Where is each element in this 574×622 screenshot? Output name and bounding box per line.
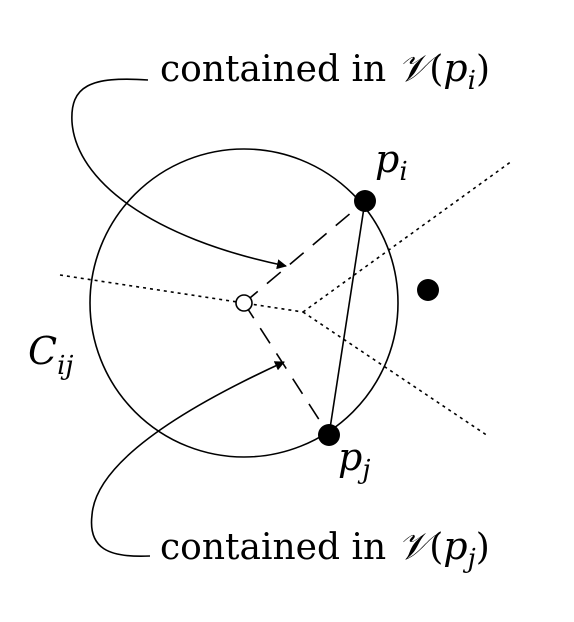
point-p-i [354,190,376,212]
point-p-j [318,424,340,446]
voronoi-edges [59,160,513,437]
label-p-i: pi [375,137,408,187]
circle-c-ij [89,148,399,458]
bottom-callout-point: p [443,524,467,568]
dashed-radii [243,200,366,436]
top-callout-point-sub: i [468,66,476,96]
voronoi-edge-left [59,274,304,313]
bottom-callout-open-paren: ( [429,527,443,568]
point-other [417,279,439,301]
bottom-callout-prefix: contained in [160,527,398,568]
top-callout-open-paren: ( [429,49,443,90]
bottom-callout-close-paren: ) [476,527,490,568]
top-callout-prefix: contained in [160,49,398,90]
label-p-i-name: p [375,137,399,181]
voronoi-edge-lower-right [302,311,489,437]
label-c-ij-name: C [28,329,57,373]
label-p-i-sub: i [399,157,407,187]
label-p-j: pj [338,435,370,485]
label-c-ij-sub: ij [57,351,73,381]
arrow-bottom-callout [90,361,285,558]
arrow-top-callout [71,78,287,270]
bottom-callout-label: contained in 𝒱(pj) [160,524,490,574]
top-callout-close-paren: ) [476,49,490,90]
top-callout-point: p [443,46,467,90]
circle-center-marker [235,294,253,312]
label-c-ij: Cij [28,329,73,381]
voronoi-edge-upper-right [302,160,513,313]
radius-to-p-j [243,302,330,436]
radius-to-p-i [243,200,366,304]
top-callout-label: contained in 𝒱(pi) [160,46,490,96]
chord-p-i-p-j [328,200,366,436]
label-p-j-name: p [338,435,362,479]
